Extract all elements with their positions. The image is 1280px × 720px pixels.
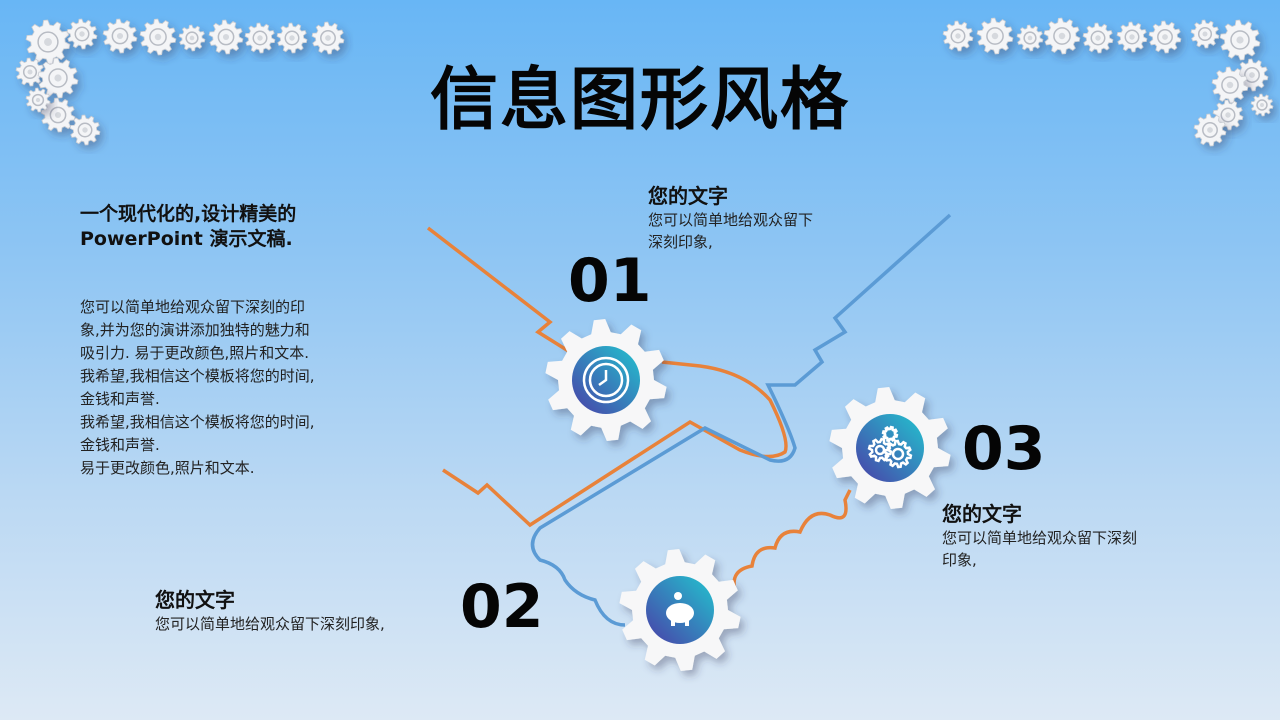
corner-gear-icon <box>1016 24 1044 52</box>
step-2-text: 您的文字 您可以简单地给观众留下深刻印象, <box>155 584 385 635</box>
intro-heading-line1: 一个现代化的,设计精美的 <box>80 203 297 225</box>
step-2-gear <box>619 549 741 671</box>
intro-body-line: 金钱和声誉. <box>80 390 160 408</box>
corner-gear-icon <box>942 20 974 52</box>
corner-gear-icon <box>37 57 79 99</box>
corner-gear-icon <box>1116 21 1148 53</box>
step-1-text: 您的文字 您可以简单地给观众留下 深刻印象, <box>648 180 813 253</box>
step-1-heading: 您的文字 <box>648 184 728 208</box>
intro-heading-line2: PowerPoint 演示文稿. <box>80 228 293 250</box>
intro-heading: 一个现代化的,设计精美的 PowerPoint 演示文稿. <box>80 202 296 252</box>
corner-gear-icon <box>208 19 244 55</box>
corner-gear-icon <box>1193 113 1227 147</box>
corner-gear-icon <box>276 22 308 54</box>
page-title: 信息图形风格 <box>429 61 850 140</box>
corner-gear-icon <box>25 19 71 65</box>
clock-icon <box>582 356 630 404</box>
corner-gear-icon <box>1148 20 1182 54</box>
blue-line <box>530 213 952 627</box>
step-1-desc: 您可以简单地给观众留下 <box>648 211 814 229</box>
corner-gear-icon <box>139 18 177 56</box>
intro-body: 您可以简单地给观众留下深刻的印 象,并为您的演讲添加独特的魅力和 吸引力. 易于… <box>80 296 390 480</box>
corner-gear-icon <box>1219 19 1261 61</box>
corner-gear-icon <box>69 114 101 146</box>
corner-gear-icon <box>1043 17 1081 55</box>
step-1-number: 01 <box>568 246 652 316</box>
corner-gear-icon <box>311 21 345 55</box>
intro-body-line: 您可以简单地给观众留下深刻的印 <box>80 298 306 316</box>
corner-gear-icon <box>1190 19 1220 49</box>
step-1-gear <box>545 319 667 441</box>
orange-cloud-line <box>732 489 852 591</box>
corner-gear-decorations <box>15 17 1274 147</box>
corner-gear-icon <box>66 18 98 50</box>
step-2-number: 02 <box>460 572 544 642</box>
corner-gear-icon <box>976 17 1014 55</box>
intro-body-line: 易于更改颜色,照片和文本. <box>80 459 255 477</box>
corner-gear-icon <box>1082 22 1114 54</box>
corner-gear-icon <box>244 22 276 54</box>
step-2-desc: 您可以简单地给观众留下深刻印象, <box>155 615 385 633</box>
step-1-desc: 深刻印象, <box>648 233 713 251</box>
corner-gear-icon <box>102 18 138 54</box>
step-3-desc: 印象, <box>942 551 977 569</box>
corner-gear-icon <box>1250 93 1274 117</box>
step-2-heading: 您的文字 <box>155 588 235 612</box>
orange-line <box>426 226 788 528</box>
corner-gear-icon <box>15 57 45 87</box>
intro-body-line: 吸引力. 易于更改颜色,照片和文本. <box>80 344 310 362</box>
step-3-desc: 您可以简单地给观众留下深刻 <box>942 529 1138 547</box>
step-3-number: 03 <box>962 414 1046 484</box>
piggy-bank-icon <box>666 592 694 626</box>
corner-gear-icon <box>40 97 76 133</box>
intro-body-line: 金钱和声誉. <box>80 436 160 454</box>
intro-body-line: 我希望,我相信这个模板将您的时间, <box>80 367 315 385</box>
step-3-heading: 您的文字 <box>942 502 1022 526</box>
corner-gear-icon <box>1211 66 1249 104</box>
step-3-gear <box>829 387 951 509</box>
intro-body-line: 象,并为您的演讲添加独特的魅力和 <box>80 321 310 339</box>
corner-gear-icon <box>178 24 206 52</box>
corner-gear-icon <box>25 87 51 113</box>
step-3-text: 您的文字 您可以简单地给观众留下深刻 印象, <box>942 498 1137 571</box>
gears-icon <box>867 425 913 469</box>
intro-body-line: 我希望,我相信这个模板将您的时间, <box>80 413 315 431</box>
